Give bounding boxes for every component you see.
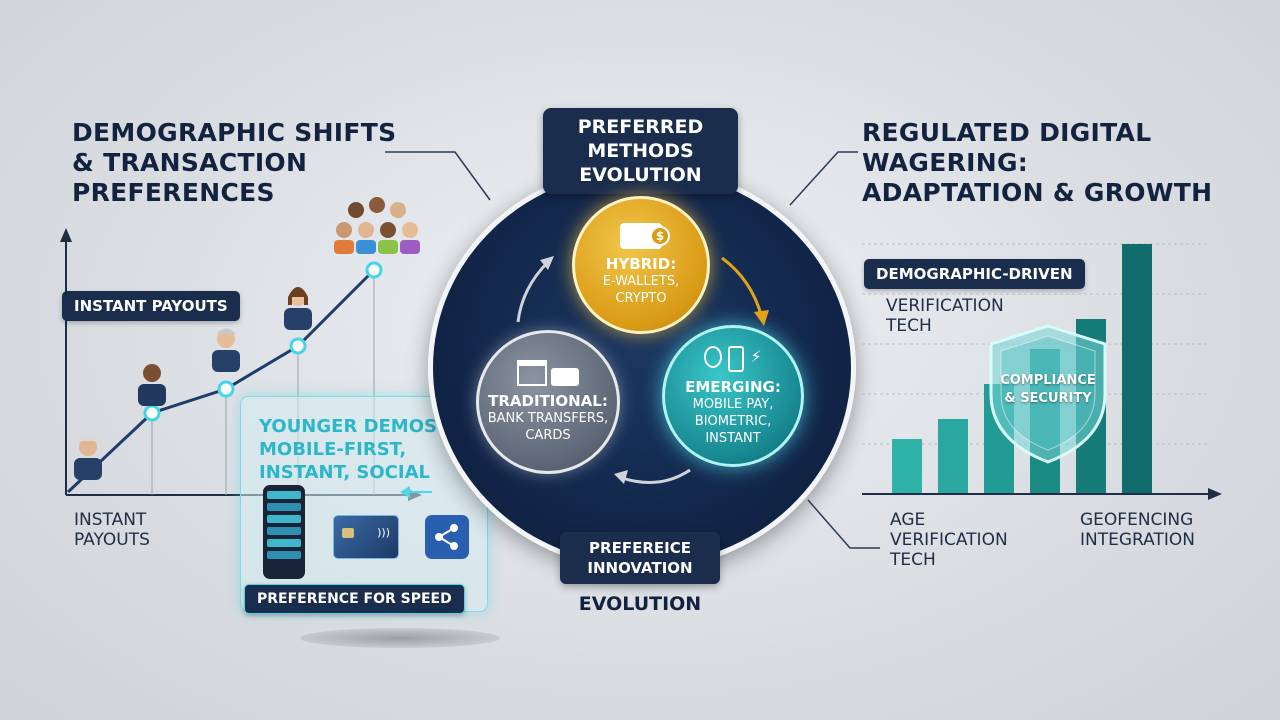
chart-bar <box>1122 244 1152 494</box>
left-axis-label: Instant Payouts <box>74 510 150 550</box>
center-bottom-label: Evolution <box>578 593 702 615</box>
geofencing-label: Geofencing Integration <box>1080 510 1195 550</box>
share-glyph <box>435 524 458 550</box>
preference-speed-tag: Preference for Speed <box>244 584 465 614</box>
middle-age-person-icon <box>138 364 166 406</box>
shield-text: Compliance & Security <box>1000 373 1096 406</box>
instant-payouts-tag: Instant Payouts <box>62 291 240 321</box>
right-heading: Regulated Digital Wagering: Adaptation &… <box>862 118 1213 207</box>
smartphone-icon <box>263 485 305 579</box>
adult-person-icon <box>212 328 240 372</box>
demographic-driven-tag: Demographic-Driven <box>864 259 1085 289</box>
shield-icon: Compliance & Security <box>985 322 1111 466</box>
trend-nodes <box>143 261 383 422</box>
chart-bar <box>938 419 968 494</box>
chart-bar <box>892 439 922 494</box>
bank-card-icon <box>517 360 579 386</box>
hybrid-node: $ Hybrid: E-Wallets, Crypto <box>572 196 710 334</box>
shield-shape <box>989 324 1107 464</box>
left-connector-line <box>385 151 491 201</box>
young-person-icon <box>284 287 312 330</box>
chart-x-axis-arrow <box>1208 488 1222 500</box>
center-bottom-tag: Prefereice Innovation <box>560 532 720 584</box>
age-verification-label: Age Verification Tech <box>890 510 1008 570</box>
biometric-phone-icon: ⚡ <box>704 345 762 372</box>
share-icon <box>425 515 469 559</box>
younger-demos-title: Younger Demos: Mobile-First, Instant, So… <box>259 416 445 483</box>
left-y-axis-arrow <box>60 228 72 242</box>
credit-card-icon: ))) <box>333 515 399 559</box>
center-title-box: Preferred Methods Evolution <box>543 108 738 194</box>
elder-person-icon <box>74 435 102 480</box>
group-people-icon <box>334 197 420 254</box>
wallet-icon: $ <box>620 223 670 249</box>
verification-tech-label: Verification Tech <box>886 296 1004 336</box>
traditional-node: Traditional: Bank Transfers, Cards <box>476 330 620 474</box>
emerging-node: ⚡ Emerging: Mobile Pay, Biometric, Insta… <box>662 325 804 467</box>
floor-shadow <box>300 628 500 648</box>
left-heading: Demographic Shifts & Transaction Prefere… <box>72 118 397 207</box>
